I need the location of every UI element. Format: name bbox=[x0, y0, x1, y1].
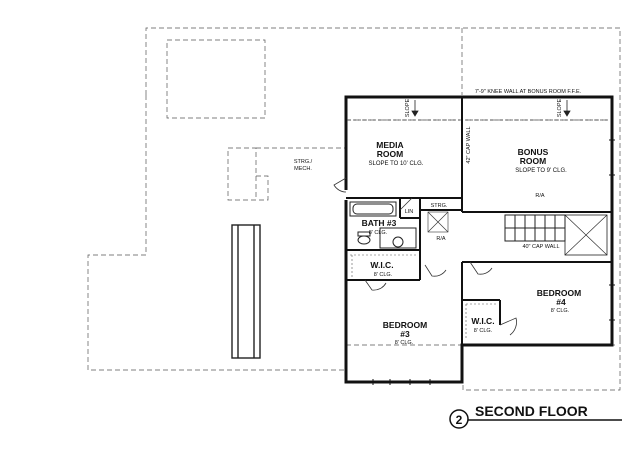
bonus-room-name2: ROOM bbox=[520, 156, 546, 166]
bath3-name: BATH #3 bbox=[362, 218, 397, 228]
wic-left-name: W.I.C. bbox=[370, 260, 393, 270]
closet-shelves bbox=[350, 254, 496, 340]
lower-floor-outline bbox=[87, 27, 621, 391]
cap-wall-42: 42" CAP WALL bbox=[466, 126, 472, 163]
bath-fixtures bbox=[349, 201, 417, 249]
bedroom4-name: BEDROOM bbox=[537, 288, 581, 298]
wic-right-name: W.I.C. bbox=[471, 316, 494, 326]
drawing-title: 2 SECOND FLOOR bbox=[449, 403, 622, 429]
bonus-room-name: BONUS bbox=[518, 147, 549, 157]
strg-mech-label: STRG./ bbox=[294, 159, 313, 165]
media-room-note: SLOPE TO 10' CLG. bbox=[369, 161, 424, 167]
media-room-name2: ROOM bbox=[377, 149, 403, 159]
slope-label-media: SLOPE bbox=[405, 98, 411, 117]
cap-wall-40: 40" CAP WALL bbox=[522, 244, 559, 250]
interior-walls bbox=[346, 97, 612, 345]
bedroom4-name2: #4 bbox=[556, 297, 566, 307]
drawing-title-text: SECOND FLOOR bbox=[475, 403, 588, 419]
strg-label: STRG. bbox=[431, 203, 448, 209]
view-number: 2 bbox=[456, 413, 463, 427]
bonus-room-note: SLOPE TO 9' CLG. bbox=[515, 168, 567, 174]
windows bbox=[372, 139, 615, 385]
wic-right-note: 8' CLG. bbox=[474, 328, 493, 334]
view-number-circle bbox=[449, 409, 469, 429]
ra-label-top: R/A bbox=[535, 193, 545, 199]
exterior-walls bbox=[344, 95, 614, 384]
knee-wall-note: 7'-9" KNEE WALL AT BONUS ROOM F.F.E. bbox=[475, 89, 582, 95]
column-element bbox=[231, 224, 261, 359]
door-swings bbox=[333, 177, 517, 336]
stair bbox=[504, 214, 608, 256]
strg-mech-label2: MECH. bbox=[294, 166, 312, 172]
wic-left-note: 8' CLG. bbox=[374, 272, 393, 278]
slope-label-bonus: SLOPE bbox=[557, 98, 563, 117]
bath3-note: 8' CLG. bbox=[369, 230, 388, 236]
bedroom3-name: BEDROOM bbox=[383, 320, 427, 330]
bedroom3-note: 8' CLG. bbox=[395, 340, 414, 346]
bedroom4-note: 8' CLG. bbox=[551, 308, 570, 314]
ra-label-hall: R/A bbox=[436, 236, 446, 242]
media-room-name: MEDIA bbox=[376, 140, 403, 150]
lin-label: LIN bbox=[405, 209, 414, 215]
slope-arrows bbox=[411, 100, 571, 117]
bedroom3-name2: #3 bbox=[400, 329, 410, 339]
